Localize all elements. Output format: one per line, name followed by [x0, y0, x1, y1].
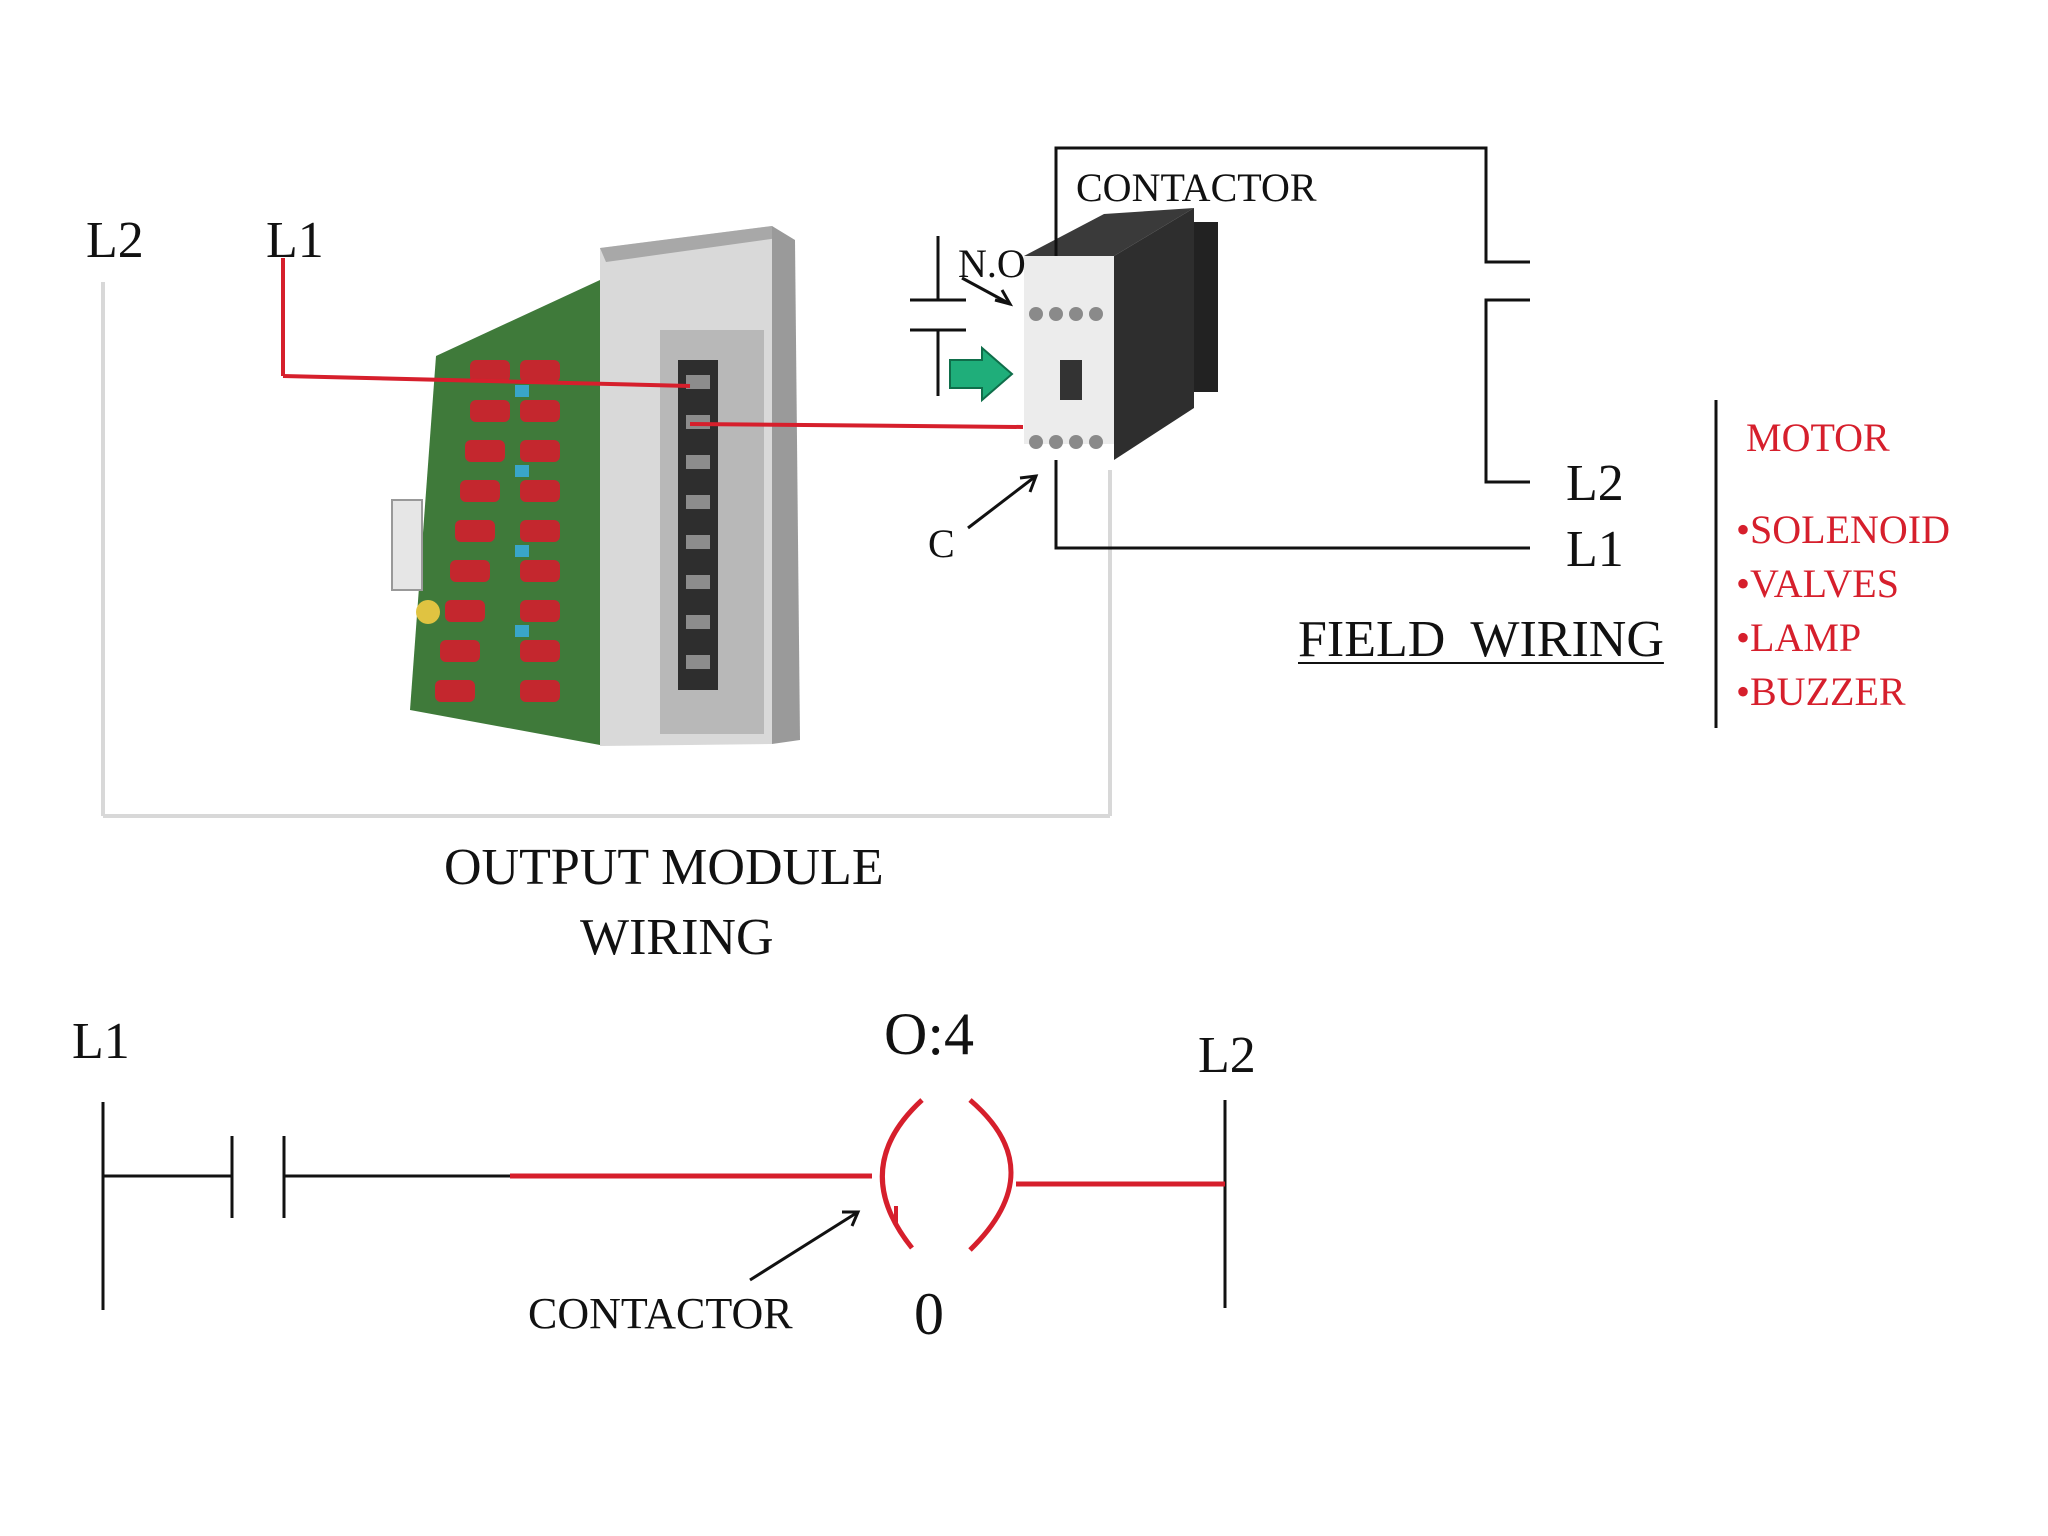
c-terminal-label: C: [928, 521, 955, 566]
contactor-title: CONTACTOR: [1076, 165, 1317, 210]
field-l1-label: L1: [1566, 521, 1624, 578]
output-module-frame: [101, 282, 1112, 818]
load-motor: MOTOR: [1746, 415, 1890, 460]
ladder-right-rail-label: L2: [1198, 1027, 1256, 1084]
output-module-l2-label: L2: [86, 212, 144, 269]
plc-output-module-image: [391, 226, 800, 746]
contactor-device-image: [1024, 208, 1218, 460]
field-wiring-lines: [1054, 146, 1718, 728]
coil-contactor-label: CONTACTOR: [528, 1289, 793, 1338]
ladder-left-rail-label: L1: [72, 1013, 130, 1070]
coil-address-label: O:4: [884, 1001, 974, 1067]
output-module-caption-line2: WIRING: [580, 909, 774, 966]
field-wiring-title: FIELD WIRING: [1298, 611, 1664, 668]
no-contact-label: N.O: [958, 241, 1026, 286]
coil-right-arc: [968, 1098, 1014, 1252]
coil-pointer-arrow: [749, 1210, 861, 1282]
load-valves: •VALVES: [1736, 561, 1899, 606]
output-module-l1-label: L1: [266, 212, 324, 269]
field-l2-label: L2: [1566, 455, 1624, 512]
no-contact-symbol: [910, 236, 1014, 396]
load-solenoid: •SOLENOID: [1736, 507, 1950, 552]
ladder-rung: [101, 1098, 1227, 1310]
output-module-red-wires: [281, 258, 1024, 429]
coil-bit-label: 0: [914, 1281, 944, 1347]
c-terminal-arrow: [967, 474, 1039, 530]
output-module-caption-line1: OUTPUT MODULE: [444, 839, 884, 896]
load-buzzer: •BUZZER: [1736, 669, 1906, 714]
green-arrow-icon: [949, 345, 1014, 403]
load-lamp: •LAMP: [1736, 615, 1862, 660]
coil-left-arc: [879, 1098, 924, 1250]
